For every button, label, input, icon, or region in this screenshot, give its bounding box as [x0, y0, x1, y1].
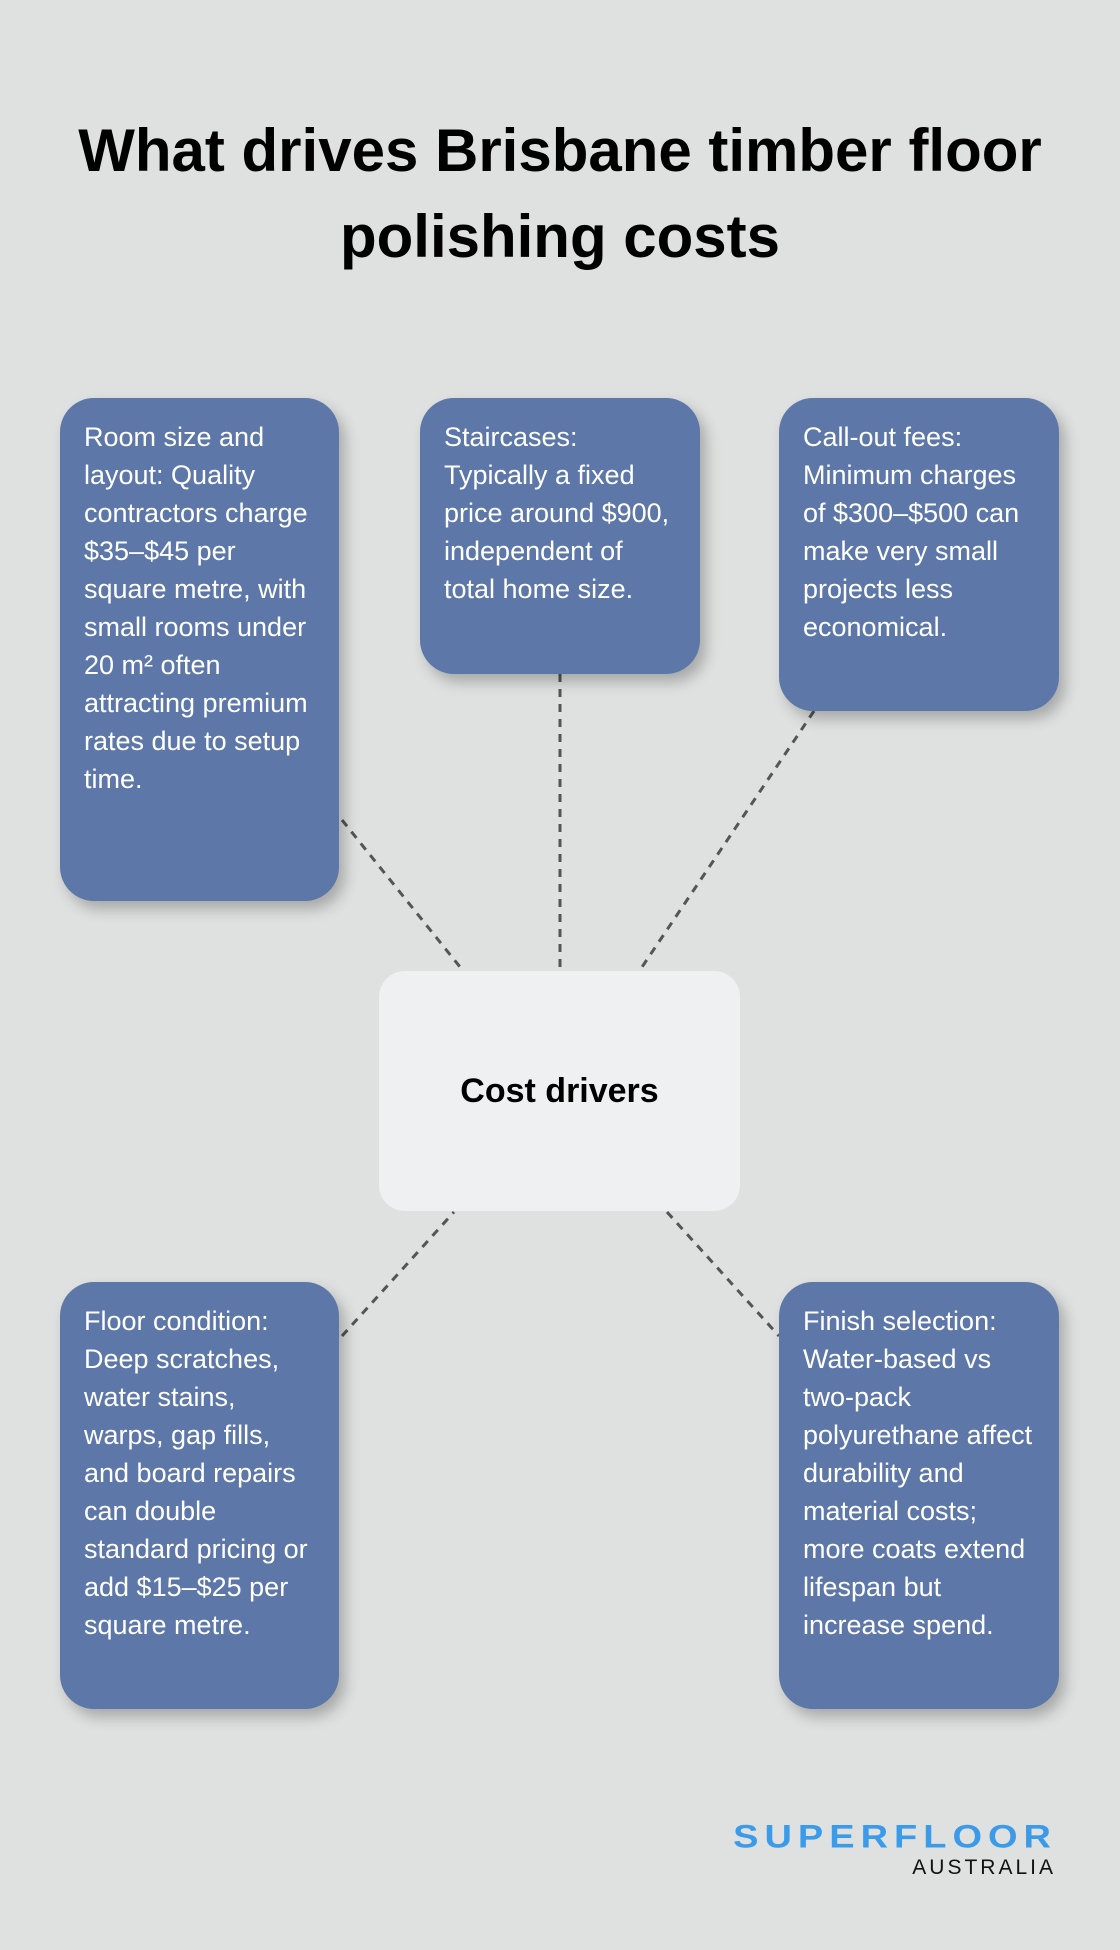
- node-text: Call-out fees: Minimum charges of $300–$…: [803, 422, 1020, 642]
- center-node: Cost drivers: [379, 971, 740, 1211]
- node-text: Staircases: Typically a fixed price arou…: [444, 422, 670, 604]
- node-text: Finish selection: Water-based vs two-pac…: [803, 1306, 1033, 1640]
- logo-sub: AUSTRALIA: [912, 1856, 1056, 1879]
- node-floor-condition: Floor condition: Deep scratches, water s…: [60, 1282, 339, 1709]
- connector-finish: [665, 1210, 781, 1338]
- connector-room-size: [340, 819, 462, 968]
- connector-floor-condition: [340, 1210, 456, 1338]
- node-text: Room size and layout: Quality contractor…: [84, 422, 308, 794]
- page-title: What drives Brisbane timber floor polish…: [78, 117, 1042, 270]
- connector-call-out: [638, 710, 816, 971]
- node-room-size: Room size and layout: Quality contractor…: [60, 398, 339, 901]
- logo-name: SUPERFLOOR: [733, 1819, 1057, 1855]
- center-label: Cost drivers: [460, 1071, 659, 1110]
- node-text: Floor condition: Deep scratches, water s…: [84, 1306, 308, 1640]
- node-finish-selection: Finish selection: Water-based vs two-pac…: [779, 1282, 1059, 1709]
- node-call-out-fees: Call-out fees: Minimum charges of $300–$…: [779, 398, 1059, 711]
- node-staircases: Staircases: Typically a fixed price arou…: [420, 398, 700, 674]
